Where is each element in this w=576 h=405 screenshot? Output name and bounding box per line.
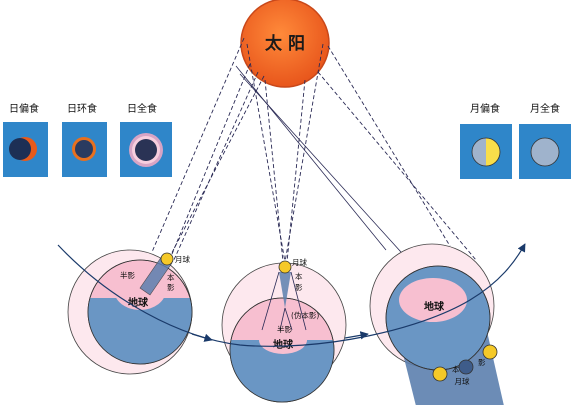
umbra-1-label-a: 本: [167, 272, 175, 282]
orbit-path: [57, 243, 526, 347]
umbra-1-label-b: 影: [167, 282, 175, 292]
moon-2-label: 月球: [292, 257, 307, 267]
solar-eclipse-panels: 日偏食 日环食 日全食: [3, 102, 172, 177]
umbra-2-label-b: 影: [295, 282, 303, 292]
sun-label: 太 阳: [265, 33, 305, 54]
moon-1-label: 月球: [175, 254, 190, 264]
moon-3-label: 月球: [455, 376, 470, 386]
umbra-3-label-b: 影: [478, 357, 486, 367]
orbit-arrow-1: [191, 333, 213, 342]
penumbra-2-label: 半影: [277, 324, 292, 334]
earth-3-label: 地球: [424, 300, 445, 313]
umbra-3-label-a: 本: [452, 364, 460, 374]
antumbra-2-label: (伪本影): [291, 310, 319, 320]
total-lunar-eclipse-icon: [519, 124, 571, 179]
total-solar-eclipse-label: 日全食: [127, 102, 157, 115]
annular-solar-eclipse-icon: [62, 122, 107, 177]
sun: 太 阳: [240, 0, 330, 88]
solar-eclipse-diagram-2: 月球 本 影 半影 (伪本影) 地球: [221, 257, 347, 403]
moon-3b: [458, 359, 474, 375]
partial-lunar-eclipse-label: 月偏食: [470, 102, 500, 115]
total-solar-eclipse-icon: [120, 122, 172, 177]
partial-solar-eclipse-icon: [3, 122, 48, 177]
penumbra-1-label: 半影: [120, 270, 135, 280]
moon-3a: [432, 366, 448, 382]
moon-3c: [482, 344, 498, 360]
solar-eclipse-diagram-1: 月球 半影 本 影 地球: [67, 249, 193, 375]
annular-solar-eclipse-label: 日环食: [67, 102, 97, 115]
orbit-arrow-2: [344, 331, 369, 340]
moon-1: [160, 252, 174, 266]
lunar-eclipse-panels: 月偏食 月全食: [460, 102, 571, 179]
earth-1-label: 地球: [128, 296, 149, 309]
partial-solar-eclipse-label: 日偏食: [9, 102, 39, 115]
umbra-2-label-a: 本: [295, 271, 303, 281]
lunar-eclipse-diagram: 地球 本 影 月球: [369, 243, 504, 405]
total-lunar-eclipse-label: 月全食: [530, 102, 560, 115]
sun-rays: [151, 37, 477, 277]
earth-2-label: 地球: [273, 338, 294, 351]
partial-lunar-eclipse-icon: [460, 124, 512, 179]
moon-2: [278, 260, 292, 274]
